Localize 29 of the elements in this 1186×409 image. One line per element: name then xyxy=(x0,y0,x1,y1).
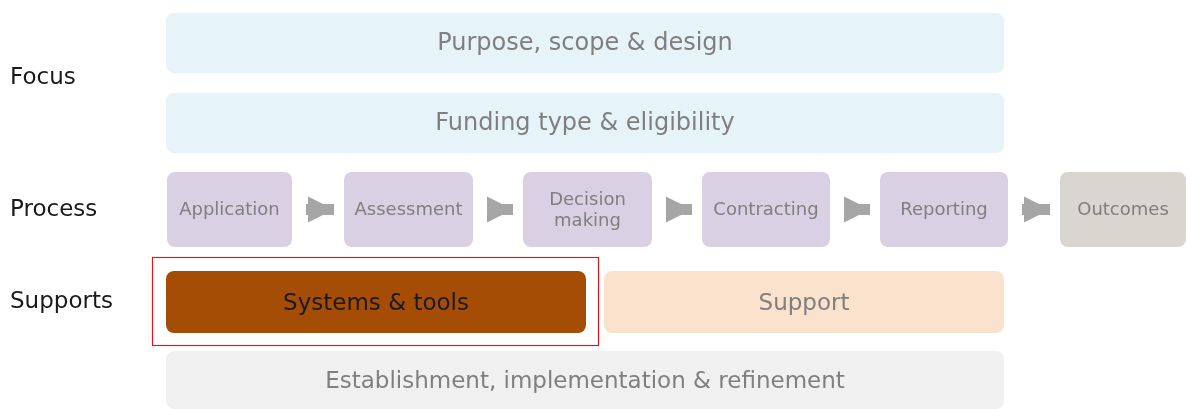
arrow xyxy=(486,196,513,223)
support-band xyxy=(166,271,586,333)
box-label: Decision making xyxy=(548,188,627,231)
box-label: Assessment xyxy=(354,199,463,220)
process-box xyxy=(167,172,292,247)
box-label: Purpose, scope & design xyxy=(437,29,733,57)
row-label: Process xyxy=(10,195,98,221)
box-label: Outcomes xyxy=(1077,199,1169,220)
focus-band xyxy=(166,93,1004,153)
process-box xyxy=(344,172,473,247)
box-label: Establishment, implementation & refinement xyxy=(325,366,845,394)
row-label: Focus xyxy=(10,63,76,89)
focus-band xyxy=(166,13,1004,73)
support-band xyxy=(604,271,1004,333)
arrow xyxy=(843,196,870,223)
box-label: Reporting xyxy=(900,199,988,220)
arrow xyxy=(1022,196,1050,223)
box-label: Contracting xyxy=(713,199,819,220)
arrow xyxy=(665,196,692,223)
box-label: Support xyxy=(758,288,850,316)
process-box xyxy=(702,172,830,247)
arrow xyxy=(306,196,334,223)
box-label: Systems & tools xyxy=(283,288,469,316)
row-label: Supports xyxy=(10,287,113,313)
box-label: Application xyxy=(179,199,280,220)
process-box xyxy=(523,172,652,247)
outcome-box xyxy=(1060,172,1186,247)
box-label: Funding type & eligibility xyxy=(435,109,735,137)
process-box xyxy=(880,172,1008,247)
